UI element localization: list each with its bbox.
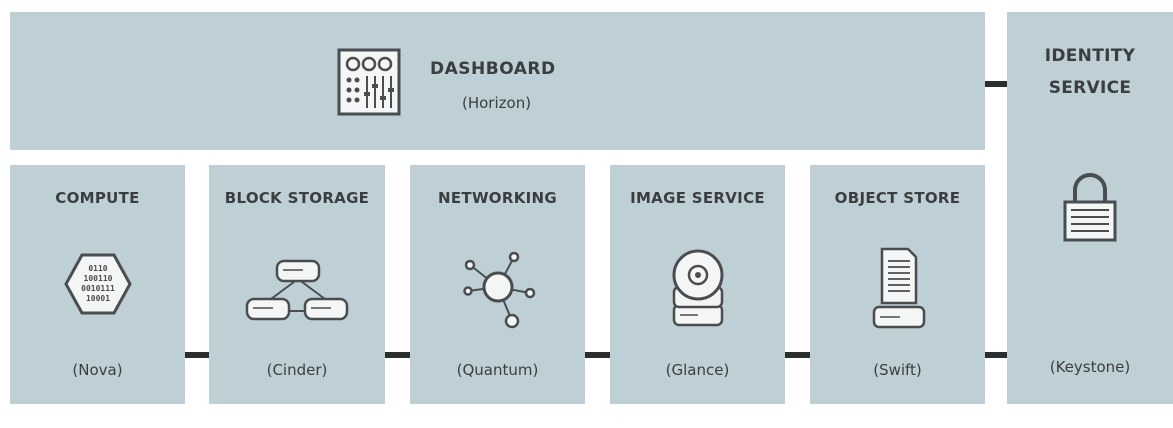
dashboard-identity-connector <box>985 81 1007 87</box>
svg-text:0010111: 0010111 <box>81 284 115 293</box>
image-service-title: IMAGE SERVICE <box>630 189 765 207</box>
image-service-subtitle: (Glance) <box>665 361 730 379</box>
identity-subtitle: (Keystone) <box>1049 358 1131 376</box>
document-store-icon <box>870 245 928 331</box>
identity-service-box: IDENTITY SERVICE (Keystone) <box>1007 12 1173 404</box>
networking-subtitle: (Quantum) <box>456 361 539 379</box>
compute-subtitle: (Nova) <box>72 361 123 379</box>
objectstore-identity-connector <box>985 352 1007 358</box>
object-store-title: OBJECT STORE <box>834 189 961 207</box>
blockstorage-networking-connector <box>385 352 410 358</box>
compute-blockstorage-connector <box>185 352 209 358</box>
object-store-subtitle: (Swift) <box>873 361 922 379</box>
block-storage-box: BLOCK STORAGE (Cinder) <box>209 165 385 404</box>
svg-text:0110: 0110 <box>88 264 107 273</box>
compute-box: COMPUTE 0110 100110 0010111 10001 (Nova) <box>10 165 185 404</box>
compute-title: COMPUTE <box>55 189 140 207</box>
control-panel-icon <box>335 48 405 118</box>
padlock-icon <box>1061 172 1119 244</box>
block-storage-title: BLOCK STORAGE <box>224 189 370 207</box>
networking-box: NETWORKING (Quantum) <box>410 165 585 404</box>
svg-text:100110: 100110 <box>84 274 113 283</box>
binary-hexagon-icon: 0110 100110 0010111 10001 <box>64 253 132 315</box>
disc-image-icon <box>668 249 728 329</box>
block-storage-subtitle: (Cinder) <box>266 361 328 379</box>
dashboard-subtitle: (Horizon) <box>462 94 532 112</box>
identity-title-line2: SERVICE <box>1048 78 1132 98</box>
networking-title: NETWORKING <box>438 189 557 207</box>
image-service-box: IMAGE SERVICE (Glance) <box>610 165 785 404</box>
storage-disks-icon <box>243 257 353 327</box>
object-store-box: OBJECT STORE (Swift) <box>810 165 985 404</box>
dashboard-title: DASHBOARD <box>430 59 556 79</box>
dashboard-box: DASHBOARD (Horizon) <box>10 12 985 150</box>
networking-imageservice-connector <box>585 352 610 358</box>
imageservice-objectstore-connector <box>785 352 810 358</box>
identity-title-line1: IDENTITY <box>1044 46 1136 66</box>
svg-text:10001: 10001 <box>86 294 110 303</box>
network-nodes-icon <box>460 249 540 331</box>
